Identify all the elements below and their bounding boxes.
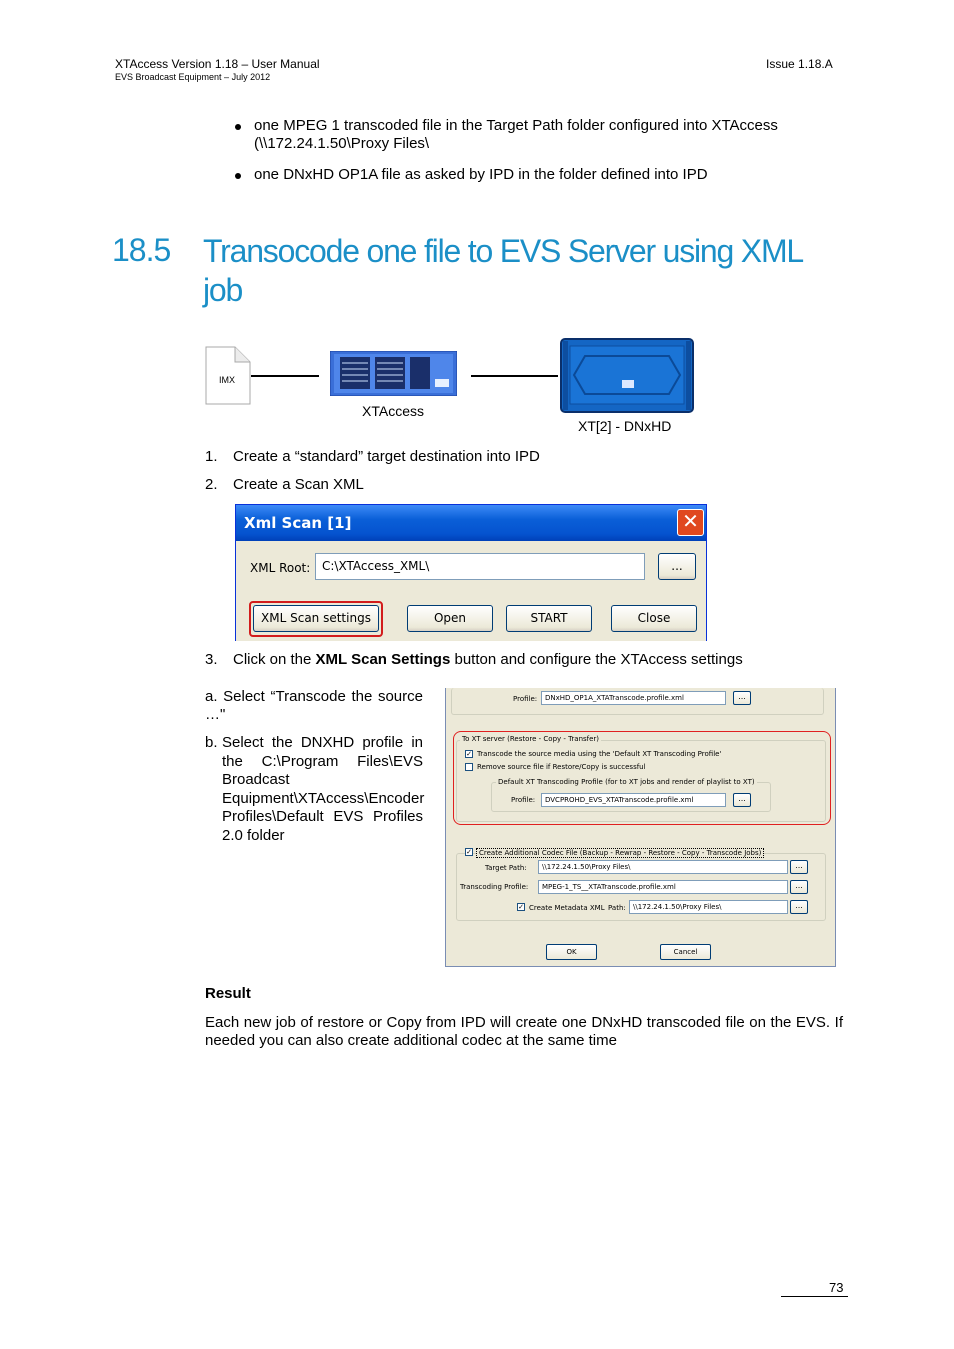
- sub-step-a: a. Select “Transcode the source …": [205, 688, 423, 723]
- footer-rule: [781, 1296, 848, 1297]
- step-number: 3.: [205, 651, 218, 668]
- profile-field[interactable]: DNxHD_OP1A_XTATranscode.profile.xml: [541, 691, 726, 705]
- xt-server-icon: [560, 338, 694, 413]
- bullet-text-cont: (\\172.24.1.50\Proxy Files\: [254, 135, 430, 152]
- step-2: 2. Create a Scan XML: [205, 476, 364, 493]
- connector-line: [471, 375, 558, 377]
- additional-codec-checkbox[interactable]: ✓: [465, 848, 473, 856]
- sub-step-text: Select the DNXHD profile in the C:\Progr…: [222, 734, 425, 844]
- bullet-text: one MPEG 1 transcoded file in the Target…: [254, 117, 778, 134]
- header-title: XTAccess Version 1.18 – User Manual: [115, 57, 320, 71]
- result-text: Each new job of restore or Copy from IPD…: [205, 1014, 843, 1049]
- bullet-dot-icon: [235, 124, 241, 130]
- step-text-bold: XML Scan Settings: [315, 651, 451, 668]
- close-icon[interactable]: ✕: [677, 509, 704, 536]
- target-path-label: Target Path:: [485, 864, 527, 872]
- target-path-browse-button[interactable]: ...: [790, 860, 808, 874]
- bullet-dot-icon: [235, 173, 241, 179]
- xml-root-input[interactable]: C:\XTAccess_XML\: [315, 553, 645, 580]
- create-metadata-label: Create Metadata XML: [529, 904, 605, 912]
- file-icon: [205, 346, 251, 405]
- xml-scan-dialog: Xml Scan [1] ✕ XML Root: C:\XTAccess_XML…: [235, 504, 707, 641]
- header-subtitle: EVS Broadcast Equipment – July 2012: [115, 72, 271, 82]
- bullet-text: one DNxHD OP1A file as asked by IPD in t…: [254, 166, 708, 183]
- profile-browse-button[interactable]: ...: [733, 691, 751, 705]
- header-issue: Issue 1.18.A: [766, 57, 833, 71]
- transcode-source-checkbox[interactable]: ✓: [465, 750, 473, 758]
- xml-root-label: XML Root:: [250, 561, 311, 575]
- open-button[interactable]: Open: [407, 605, 493, 632]
- browse-button[interactable]: ...: [658, 553, 696, 580]
- xt-profile-browse-button[interactable]: ...: [733, 793, 751, 807]
- start-button[interactable]: START: [506, 605, 592, 632]
- dialog-titlebar: Xml Scan [1] ✕: [236, 505, 706, 541]
- remove-source-checkbox[interactable]: [465, 763, 473, 771]
- dialog-body: XML Root: C:\XTAccess_XML\ ... XML Scan …: [236, 541, 706, 641]
- transcode-source-label: Transcode the source media using the 'De…: [477, 750, 722, 758]
- close-button[interactable]: Close: [611, 605, 697, 632]
- ok-button[interactable]: OK: [546, 944, 597, 960]
- step-text: Create a Scan XML: [233, 476, 364, 493]
- diagram-target-label: XT[2] - DNxHD: [578, 418, 672, 434]
- step-3: 3. Click on the XML Scan Settings button …: [205, 651, 743, 668]
- remove-source-label: Remove source file if Restore/Copy is su…: [477, 763, 646, 771]
- metadata-path-label: Path:: [608, 904, 626, 912]
- step-number: 1.: [205, 448, 218, 465]
- cancel-button[interactable]: Cancel: [660, 944, 711, 960]
- step-text-pre: Click on the: [233, 651, 316, 668]
- step-number: 2.: [205, 476, 218, 493]
- bullet-item-mpeg: one MPEG 1 transcoded file in the Target…: [235, 117, 836, 153]
- step-1: 1. Create a “standard” target destination…: [205, 448, 540, 465]
- diagram-source-label: IMX: [219, 375, 236, 385]
- to-xt-group-title: To XT server (Restore - Copy - Transfer): [460, 735, 602, 743]
- page-number: 73: [829, 1280, 844, 1295]
- create-metadata-checkbox[interactable]: ✓: [517, 903, 525, 911]
- diagram-middle-label: XTAccess: [362, 403, 424, 419]
- sub-step-letter: b.: [205, 734, 218, 751]
- step-text: Create a “standard” target destination i…: [233, 448, 540, 465]
- bullet-item-dnxhd: one DNxHD OP1A file as asked by IPD in t…: [235, 166, 836, 184]
- transcoding-profile-browse-button[interactable]: ...: [790, 880, 808, 894]
- transcoding-profile-label: Transcoding Profile:: [460, 883, 529, 891]
- default-xt-profile-title: Default XT Transcoding Profile (for to X…: [496, 778, 757, 786]
- transcoding-profile-field[interactable]: MPEG-1_TS__XTATranscode.profile.xml: [538, 880, 788, 894]
- result-heading: Result: [205, 985, 251, 1002]
- xml-scan-settings-button[interactable]: XML Scan settings: [253, 605, 379, 632]
- xt-profile-label: Profile:: [511, 796, 536, 804]
- dialog-title: Xml Scan [1]: [244, 514, 352, 532]
- target-path-field[interactable]: \\172.24.1.50\Proxy Files\: [538, 860, 788, 874]
- profile-label: Profile:: [513, 695, 538, 703]
- to-xt-group: [456, 740, 826, 822]
- profile-group: [451, 688, 824, 715]
- metadata-path-field[interactable]: \\172.24.1.50\Proxy Files\: [629, 900, 788, 914]
- highlight-ring: [453, 731, 831, 825]
- highlight-ring: [249, 601, 383, 637]
- sub-step-b: b. Select the DNXHD profile in the C:\Pr…: [205, 734, 425, 845]
- metadata-path-browse-button[interactable]: ...: [790, 900, 808, 914]
- section-number: 18.5: [112, 232, 171, 268]
- xt-profile-field[interactable]: DVCPROHD_EVS_XTATranscode.profile.xml: [541, 793, 726, 807]
- connector-line: [251, 375, 319, 377]
- xtaccess-settings-panel: Profile: DNxHD_OP1A_XTATranscode.profile…: [445, 688, 836, 967]
- step-text-post: button and configure the XTAccess settin…: [450, 651, 743, 668]
- additional-codec-title: Create Additional Codec File (Backup - R…: [476, 848, 765, 858]
- xtaccess-server-icon: [330, 351, 457, 396]
- section-title: Transocode one file to EVS Server using …: [203, 233, 803, 308]
